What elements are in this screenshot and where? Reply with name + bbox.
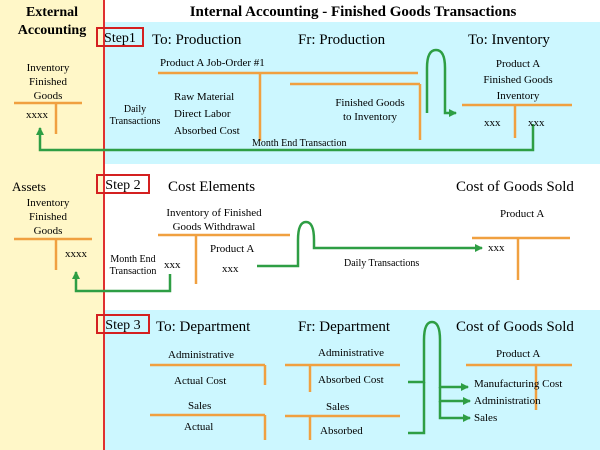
fr-admin-title: Administrative: [318, 347, 384, 359]
admin-value: Actual Cost: [174, 375, 227, 387]
arrows: [36, 48, 535, 435]
inventory-finished-goods-top: Inventory Finished Goods: [26, 62, 70, 102]
sales-title: Sales: [188, 400, 212, 412]
inventory-top-value: xxxx: [26, 109, 48, 121]
divider-line: [103, 0, 105, 450]
admin-title: Administrative: [168, 349, 234, 361]
fr-production-credit: Finished Goods to Inventory: [335, 97, 405, 123]
step3-band: [104, 310, 600, 450]
step3-label: Step 3: [96, 314, 150, 334]
external-accounting-panel: [0, 0, 104, 450]
page-title: Internal Accounting - Finished Goods Tra…: [189, 4, 517, 20]
withdrawal-credit-value: xxx: [222, 263, 239, 275]
cost-elements-heading: Cost Elements: [168, 179, 256, 195]
inventory-credit-value: xxx: [528, 117, 545, 129]
step1-label: Step1: [96, 27, 144, 47]
t-accounts: [14, 71, 572, 440]
step1-band: [104, 22, 600, 164]
fr-admin-value: Absorbed Cost: [318, 374, 384, 386]
withdrawal-product: Product A: [210, 243, 255, 255]
month-end-transaction-label: Month End Transaction: [252, 138, 347, 149]
step2-month-end-label: Month End Transaction: [109, 254, 157, 277]
sales-value: Actual: [184, 421, 214, 433]
step1-daily-transactions: Daily Transactions: [109, 104, 161, 127]
fr-sales-value: Absorbed: [320, 425, 363, 437]
fr-production-heading: Fr: Production: [298, 32, 386, 48]
step1-debits: Raw Material Direct Labor Absorbed Cost: [174, 91, 240, 137]
step2-label: Step 2: [96, 174, 150, 194]
fr-sales-title: Sales: [326, 401, 350, 413]
inventory-finished-goods-bottom: Inventory Finished Goods: [26, 197, 70, 237]
cogs-lines-step3: Manufacturing Cost Administration Sales: [474, 378, 563, 424]
inventory-bottom-value: xxxx: [65, 248, 87, 260]
cogs-product-step3: Product A: [496, 348, 541, 360]
withdrawal-debit-value: xxx: [164, 259, 181, 271]
assets-label: Assets: [12, 179, 46, 194]
cogs-product-step2: Product A: [500, 208, 545, 220]
finished-goods-inventory-title: Product A Finished Goods Inventory: [483, 58, 553, 102]
to-inventory-heading: To: Inventory: [468, 32, 550, 48]
withdrawal-title: Inventory of Finished Goods Withdrawal: [166, 207, 262, 233]
cogs-value-step2: xxx: [488, 242, 505, 254]
cogs-heading-step2: Cost of Goods Sold: [456, 179, 574, 195]
to-production-heading: To: Production: [152, 32, 242, 48]
job-order-title: Product A Job-Order #1: [160, 57, 265, 69]
step2-daily-transactions: Daily Transactions: [344, 258, 420, 269]
inventory-debit-value: xxx: [484, 117, 501, 129]
cogs-heading-step3: Cost of Goods Sold: [456, 319, 574, 335]
to-department-heading: To: Department: [156, 319, 251, 335]
external-accounting-heading: External Accounting: [17, 5, 87, 38]
fr-department-heading: Fr: Department: [298, 319, 391, 335]
